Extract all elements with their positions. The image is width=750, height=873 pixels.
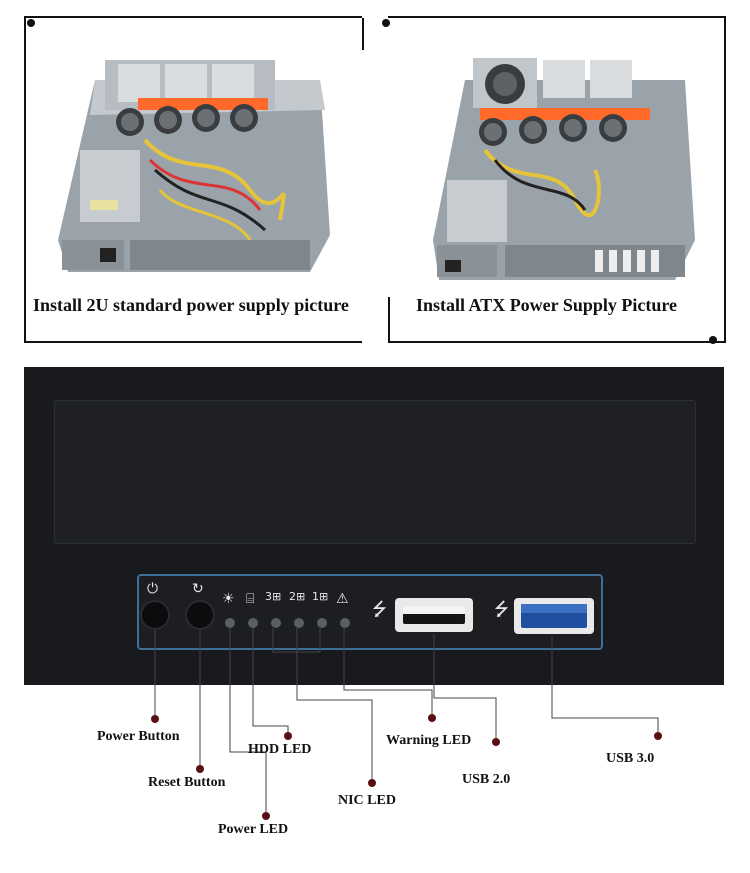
nic-2-icon: 2⊞ xyxy=(289,590,306,603)
usb-icon: ⭍ xyxy=(494,599,509,620)
label-usb2: USB 2.0 xyxy=(462,772,511,787)
power-button[interactable] xyxy=(140,600,170,630)
warning-led xyxy=(340,618,350,628)
label-power-button: Power Button xyxy=(97,729,180,744)
corner-dot xyxy=(709,336,717,344)
usb-icon: ⭍ xyxy=(372,599,387,620)
label-reset-button: Reset Button xyxy=(148,775,226,790)
nic-led-1 xyxy=(317,618,327,628)
nic-led-3 xyxy=(271,618,281,628)
hdd-led xyxy=(248,618,258,628)
hdd-cylinder-icon: ⌸ xyxy=(246,591,255,607)
reset-symbol-icon: ↻ xyxy=(192,581,204,597)
nic-3-icon: 3⊞ xyxy=(265,590,282,603)
chassis-2u-psu-photo xyxy=(58,60,330,272)
drive-bay-cover xyxy=(54,400,696,544)
power-symbol-icon: ⏻ xyxy=(147,581,159,597)
label-power-led: Power LED xyxy=(218,822,289,837)
reset-button[interactable] xyxy=(185,600,215,630)
warning-triangle-icon: ⚠ xyxy=(336,591,349,607)
label-hdd-led: HDD LED xyxy=(248,742,312,757)
label-nic-led: NIC LED xyxy=(338,793,396,808)
corner-dot xyxy=(27,19,35,27)
power-led-bulb-icon: ☀ xyxy=(222,591,235,607)
caption-atx-psu: Install ATX Power Supply Picture xyxy=(416,295,678,315)
usb2-port[interactable] xyxy=(395,598,473,632)
nic-1-icon: 1⊞ xyxy=(312,590,329,603)
corner-dot xyxy=(382,19,390,27)
caption-2u-psu: Install 2U standard power supply picture xyxy=(33,295,349,315)
usb3-port[interactable] xyxy=(514,598,594,634)
nic-led-2 xyxy=(294,618,304,628)
power-led xyxy=(225,618,235,628)
label-warning-led: Warning LED xyxy=(386,733,472,748)
label-usb3: USB 3.0 xyxy=(606,751,655,766)
chassis-atx-psu-photo xyxy=(433,58,695,280)
